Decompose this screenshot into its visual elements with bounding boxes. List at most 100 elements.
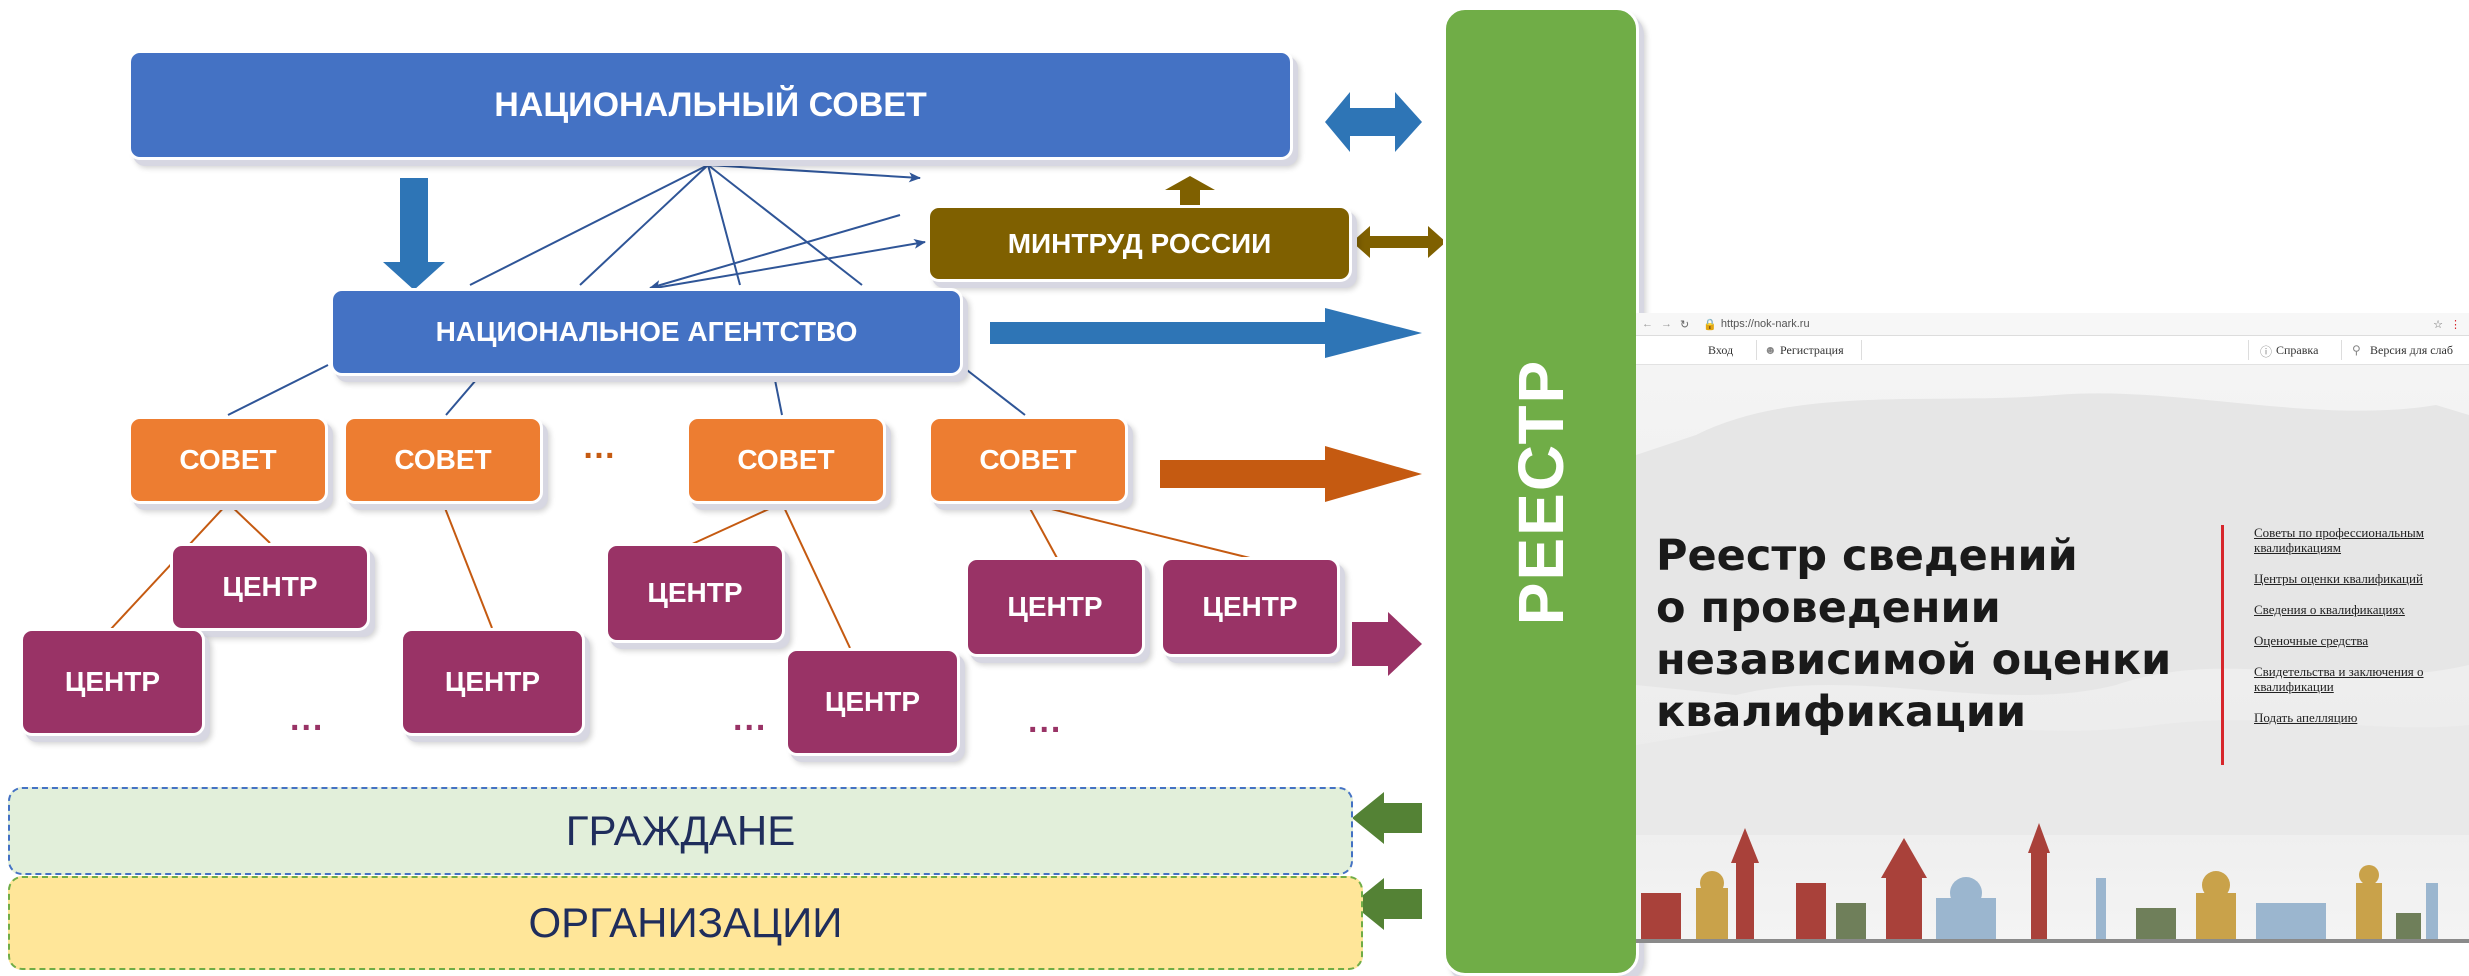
centers-registry-arrow-icon [1352, 612, 1422, 676]
search-icon: ⚲ [2352, 343, 2361, 357]
world-map-background [1636, 393, 2469, 835]
citizens-band: ГРАЖДАНЕ [8, 787, 1353, 875]
double-arrow-ministry-registry-icon [1352, 226, 1446, 258]
center-label: ЦЕНТР [1007, 591, 1103, 622]
center-label: ЦЕНТР [64, 666, 161, 697]
center-label: ЦЕНТР [222, 571, 318, 602]
registry-website-screenshot: ← → ↻ 🔒 https://nok-nark.ru ☆ ⋮ Вход ☻ Р… [1636, 313, 2469, 943]
login-link[interactable]: Вход [1708, 343, 1734, 357]
link-agency-council-2 [445, 379, 477, 416]
address-bar[interactable]: https://nok-nark.ru [1720, 318, 1810, 330]
link-assessment-centers[interactable]: Центры оценки квалификаций [2254, 571, 2423, 586]
link-assessment-tools[interactable]: Оценочные средства [2254, 633, 2369, 648]
link-ministry-agency [649, 214, 901, 290]
nav-divider [2341, 340, 2342, 360]
councils-registry-arrow-icon [1160, 446, 1422, 502]
national-agency-box: НАЦИОНАЛЬНОЕ АГЕНТСТВО [330, 288, 963, 376]
council-box-2: СОВЕТ [343, 416, 543, 504]
registry-citizens-arrow-icon [1352, 792, 1422, 844]
councils-ellipsis: … [582, 428, 618, 466]
registry-bar: РЕЕСТР [1443, 7, 1639, 976]
site-hero: Реестр сведений о проведении независимой… [1636, 365, 2469, 943]
registry-label: РЕЕСТР [1505, 358, 1577, 625]
organizations-label: ОРГАНИЗАЦИИ [528, 899, 843, 946]
link-agency-ministry [654, 238, 926, 289]
accessible-version-link[interactable]: Версия для слаб [2370, 343, 2453, 357]
browser-toolbar: ← → ↻ 🔒 https://nok-nark.ru ☆ ⋮ [1636, 313, 2469, 336]
center-box-5: ЦЕНТР [785, 648, 960, 756]
link-council-agency-1 [469, 164, 709, 286]
agency-registry-arrow-icon [990, 308, 1422, 358]
center-box-3: ЦЕНТР [400, 628, 585, 736]
nav-divider [1861, 340, 1862, 360]
reload-icon[interactable]: ↻ [1680, 318, 1690, 331]
site-nav: Вход ☻ Регистрация ⓘ Справка ⚲ Версия дл… [1636, 336, 2469, 365]
link-qualifications[interactable]: Сведения о квалификациях [2254, 602, 2405, 617]
link-agency-council-1 [227, 364, 329, 416]
forward-icon[interactable]: → [1661, 318, 1672, 330]
link-certificates[interactable]: Свидетельства и заключения о квалификаци… [2254, 664, 2424, 694]
up-arrow-icon [1165, 176, 1215, 206]
lock-icon: 🔒 [1703, 318, 1717, 331]
council-label: СОВЕТ [737, 444, 835, 475]
organizations-band: ОРГАНИЗАЦИИ [8, 876, 1363, 970]
nav-divider [2248, 340, 2249, 360]
center-box-7: ЦЕНТР [1160, 557, 1340, 657]
link-council3-center-a [689, 502, 783, 546]
link-council-agency-3 [707, 164, 741, 286]
center-box-1: ЦЕНТР [170, 543, 370, 631]
register-link[interactable]: Регистрация [1780, 343, 1844, 357]
back-icon[interactable]: ← [1642, 318, 1653, 330]
national-agency-label: НАЦИОНАЛЬНОЕ АГЕНТСТВО [435, 316, 858, 347]
link-council1-center-a [109, 502, 229, 631]
council-box-1: СОВЕТ [128, 416, 328, 504]
council-label: СОВЕТ [979, 444, 1077, 475]
center-label: ЦЕНТР [444, 666, 541, 697]
link-council4-center-a [1026, 502, 1058, 559]
center-label: ЦЕНТР [647, 577, 743, 608]
link-councils[interactable]: Советы по профессиональным квалификациям [2254, 525, 2425, 555]
national-council-label: НАЦИОНАЛЬНЫЙ СОВЕТ [494, 85, 927, 124]
council-box-3: СОВЕТ [686, 416, 886, 504]
bookmark-star-icon[interactable]: ☆ [2433, 318, 2443, 331]
site-link-list: Советы по профессиональным квалификациям… [2221, 525, 2469, 765]
site-title-line: независимой оценки [1656, 635, 2172, 685]
centers-ellipsis-3: ... [1028, 702, 1063, 740]
user-icon: ☻ [1764, 343, 1777, 357]
national-council-box: НАЦИОНАЛЬНЫЙ СОВЕТ [128, 50, 1293, 160]
link-council-agency-4 [707, 164, 863, 286]
city-skyline-illustration [1636, 823, 2469, 943]
down-arrow-icon [383, 178, 445, 290]
council-label: СОВЕТ [394, 444, 492, 475]
nav-divider [1756, 340, 1757, 360]
site-title-line: квалификации [1656, 687, 2027, 737]
council-box-4: СОВЕТ [928, 416, 1128, 504]
site-title-line: Реестр сведений [1656, 531, 2078, 581]
link-agency-council-3 [774, 379, 783, 416]
link-appeal[interactable]: Подать апелляцию [2254, 710, 2358, 725]
help-link[interactable]: Справка [2276, 343, 2319, 357]
centers-ellipsis-2: ... [733, 700, 768, 738]
registry-organizations-arrow-icon [1352, 878, 1422, 930]
link-council-agency-2 [579, 164, 709, 286]
site-title-line: о проведении [1656, 583, 2001, 633]
centers-ellipsis-1: ... [290, 700, 325, 738]
link-council1-center-b [227, 502, 271, 544]
center-box-4: ЦЕНТР [605, 543, 785, 643]
ministry-box: МИНТРУД РОССИИ [927, 205, 1352, 282]
center-box-2: ЦЕНТР [20, 628, 205, 736]
citizens-label: ГРАЖДАНЕ [565, 807, 796, 854]
center-label: ЦЕНТР [1202, 591, 1298, 622]
help-icon: ⓘ [2260, 345, 2273, 359]
ministry-label: МИНТРУД РОССИИ [1007, 227, 1272, 259]
menu-icon[interactable]: ⋮ [2450, 318, 2461, 331]
link-agency-council-4 [962, 366, 1026, 416]
site-title: Реестр сведений о проведении независимой… [1656, 530, 2216, 738]
link-council4-center-b [1026, 502, 1251, 559]
council-label: СОВЕТ [179, 444, 277, 475]
double-arrow-council-registry-icon [1325, 92, 1422, 152]
link-council-ministry-1 [707, 164, 921, 183]
center-box-6: ЦЕНТР [965, 557, 1145, 657]
link-council2-center [442, 502, 493, 629]
